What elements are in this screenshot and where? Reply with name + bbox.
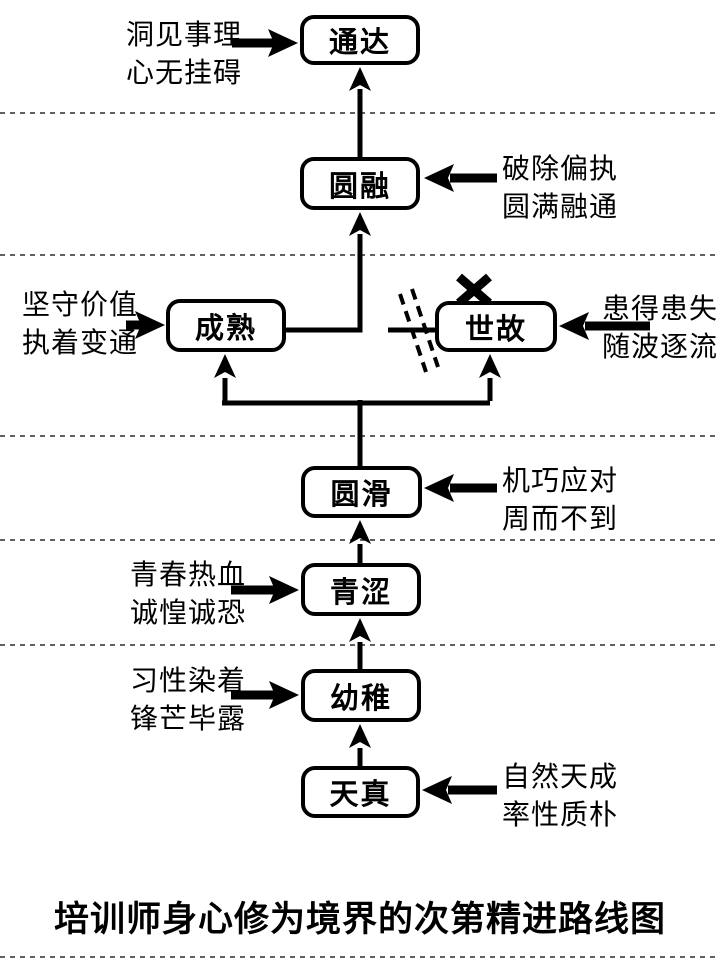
stage-box-youzhi: 幼稚 bbox=[301, 669, 421, 722]
stage-box-tongda: 通达 bbox=[300, 15, 420, 65]
flow-arrows bbox=[214, 67, 501, 766]
note-arrows-right bbox=[422, 164, 650, 804]
broken-link-icon bbox=[398, 288, 440, 373]
flow-arrow-youzhi-qingse bbox=[349, 618, 371, 669]
blocked-x-icon bbox=[456, 273, 492, 307]
note-yuanrong: 破除偏执 圆满融通 bbox=[502, 153, 619, 222]
note-arrow-chengshu bbox=[126, 311, 165, 339]
note-shigu: 患得患失 随波逐流 bbox=[602, 293, 719, 362]
note-arrow-yuanrong bbox=[424, 164, 497, 192]
stage-box-tianzhen: 天真 bbox=[301, 766, 420, 818]
diagram-title: 培训师身心修为境界的次第精进路线图 bbox=[53, 900, 666, 939]
stage-box-yuanhua: 圆滑 bbox=[301, 466, 422, 518]
stage-box-yuanrong: 圆融 bbox=[300, 157, 420, 210]
note-yuanhua: 机巧应对 周而不到 bbox=[502, 465, 619, 534]
note-arrow-youzhi bbox=[231, 681, 299, 709]
note-arrow-tongda bbox=[232, 29, 298, 57]
note-arrow-tianzhen bbox=[422, 776, 497, 804]
note-tongda: 洞见事理 心无挂碍 bbox=[126, 19, 243, 88]
note-arrow-yuanhua bbox=[424, 474, 497, 502]
note-qingse: 青春热血 诚惶诚恐 bbox=[130, 559, 247, 628]
note-youzhi: 习性染着 锋芒毕露 bbox=[130, 665, 247, 734]
note-chengshu: 坚守价值 执着变通 bbox=[22, 289, 139, 358]
flow-arrow-yuanrong-tongda bbox=[349, 67, 371, 157]
note-arrow-shigu bbox=[559, 312, 650, 340]
note-arrow-qingse bbox=[231, 576, 299, 604]
branch-connector bbox=[214, 354, 501, 466]
note-tianzhen: 自然天成 率性质朴 bbox=[502, 761, 619, 830]
note-arrows-left bbox=[126, 29, 299, 709]
stage-box-qingse: 青涩 bbox=[301, 563, 421, 616]
flow-arrow-tianzhen-youzhi bbox=[349, 724, 371, 766]
flow-arrow-chengshu-yuanrong bbox=[286, 212, 371, 333]
stage-box-shigu: 世故 bbox=[435, 301, 557, 352]
flow-arrow-qingse-yuanhua bbox=[349, 520, 371, 563]
stage-box-chengshu: 成熟 bbox=[166, 299, 286, 352]
